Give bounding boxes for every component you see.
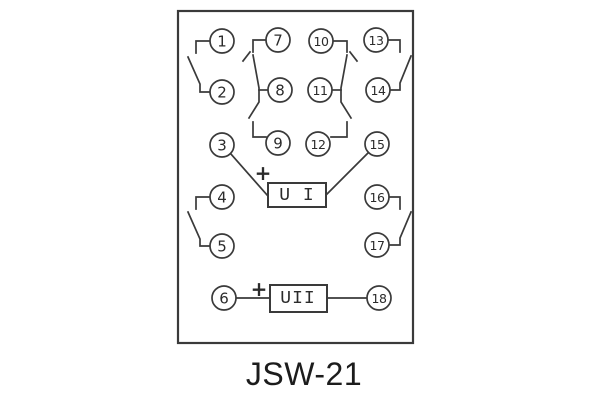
terminal-13: 13 [363, 27, 389, 53]
terminal-circle-13 [363, 27, 389, 53]
terminal-circle-2 [209, 79, 235, 105]
terminal-number-17: 17 [370, 238, 385, 253]
terminal-number-18: 18 [372, 291, 387, 306]
switch-7-8-9-blade [247, 54, 260, 120]
terminal-number-1: 1 [217, 33, 227, 51]
terminal-4: 4 [209, 184, 235, 210]
switch-7-8-9-contact-barb [241, 50, 252, 63]
terminal-number-3: 3 [217, 137, 227, 155]
terminal-circle-6 [211, 285, 237, 311]
terminal-14: 14 [365, 77, 391, 103]
terminal-circle-11 [307, 77, 333, 103]
terminal-circle-4 [209, 184, 235, 210]
terminal-9: 9 [265, 130, 291, 156]
terminal-circle-8 [267, 77, 293, 103]
terminal-circle-14 [365, 77, 391, 103]
terminal-18: 18 [366, 285, 392, 311]
relay-case-outline [176, 9, 415, 345]
switch-7-8-9-bottom-lead [252, 121, 267, 138]
terminal-circle-17 [364, 232, 390, 258]
switch-16-17-blade [388, 210, 413, 246]
terminal-17: 17 [364, 232, 390, 258]
terminal-number-7: 7 [273, 32, 283, 50]
unit-2-label: UII [280, 289, 315, 309]
terminal-2: 2 [209, 79, 235, 105]
switch-10-11-12-contact-barb [348, 50, 359, 63]
terminal-number-2: 2 [217, 84, 227, 102]
switch-1-2-blade [186, 55, 212, 93]
terminal-circle-7 [265, 27, 291, 53]
terminal-number-4: 4 [217, 189, 227, 207]
switch-10-11-12-bottom-lead [330, 121, 348, 138]
terminal-number-12: 12 [311, 137, 326, 152]
terminal-circle-16 [364, 184, 390, 210]
model-caption: JSW-21 [245, 356, 363, 392]
terminal-circle-1 [209, 28, 235, 54]
switch-16-17-fixed-lead [388, 196, 401, 210]
terminal-5: 5 [209, 233, 235, 259]
unit-2-polarity-plus: + [251, 277, 268, 301]
terminal-circle-5 [209, 233, 235, 259]
terminal-number-14: 14 [371, 83, 386, 98]
switch-7-8-9-top-lead [252, 39, 267, 53]
terminal-number-16: 16 [370, 190, 385, 205]
terminal-number-11: 11 [313, 83, 328, 98]
unit-1-polarity-plus: + [255, 161, 272, 185]
terminal-number-13: 13 [369, 33, 384, 48]
switch-13-14-blade [389, 54, 413, 91]
terminal-number-5: 5 [217, 238, 227, 256]
switch-4-5-blade [186, 210, 212, 247]
terminal-circle-12 [305, 131, 331, 157]
terminal-number-8: 8 [275, 82, 285, 100]
switch-10-11-12-top-lead [332, 40, 348, 53]
terminal-circle-18 [366, 285, 392, 311]
terminal-number-9: 9 [273, 135, 283, 153]
switch-10-11-12-blade [340, 54, 353, 120]
terminal-circle-15 [364, 131, 390, 157]
terminal-16: 16 [364, 184, 390, 210]
terminal-12: 12 [305, 131, 331, 157]
terminal-11: 11 [307, 77, 333, 103]
terminal-1: 1 [209, 28, 235, 54]
terminal-3: 3 [209, 132, 235, 158]
switch-13-14-fixed-lead [387, 39, 401, 53]
switch-4-5-fixed-lead [195, 196, 211, 210]
terminal-circle-9 [265, 130, 291, 156]
terminal-circle-10 [308, 28, 334, 54]
terminal-10: 10 [308, 28, 334, 54]
switch-1-2-fixed-lead [195, 40, 211, 54]
terminal-number-6: 6 [219, 290, 229, 308]
unit-1-box [267, 182, 327, 208]
unit-1-label: U I [279, 186, 314, 206]
unit-2-box [269, 284, 328, 313]
terminal-number-15: 15 [370, 137, 385, 152]
terminal-circle-3 [209, 132, 235, 158]
terminal-7: 7 [265, 27, 291, 53]
terminal-6: 6 [211, 285, 237, 311]
wire-terminal-3-to-unit-1 [228, 151, 270, 198]
wire-unit-1-to-terminal-15 [324, 150, 371, 197]
terminal-15: 15 [364, 131, 390, 157]
terminal-8: 8 [267, 77, 293, 103]
terminal-number-10: 10 [314, 34, 329, 49]
